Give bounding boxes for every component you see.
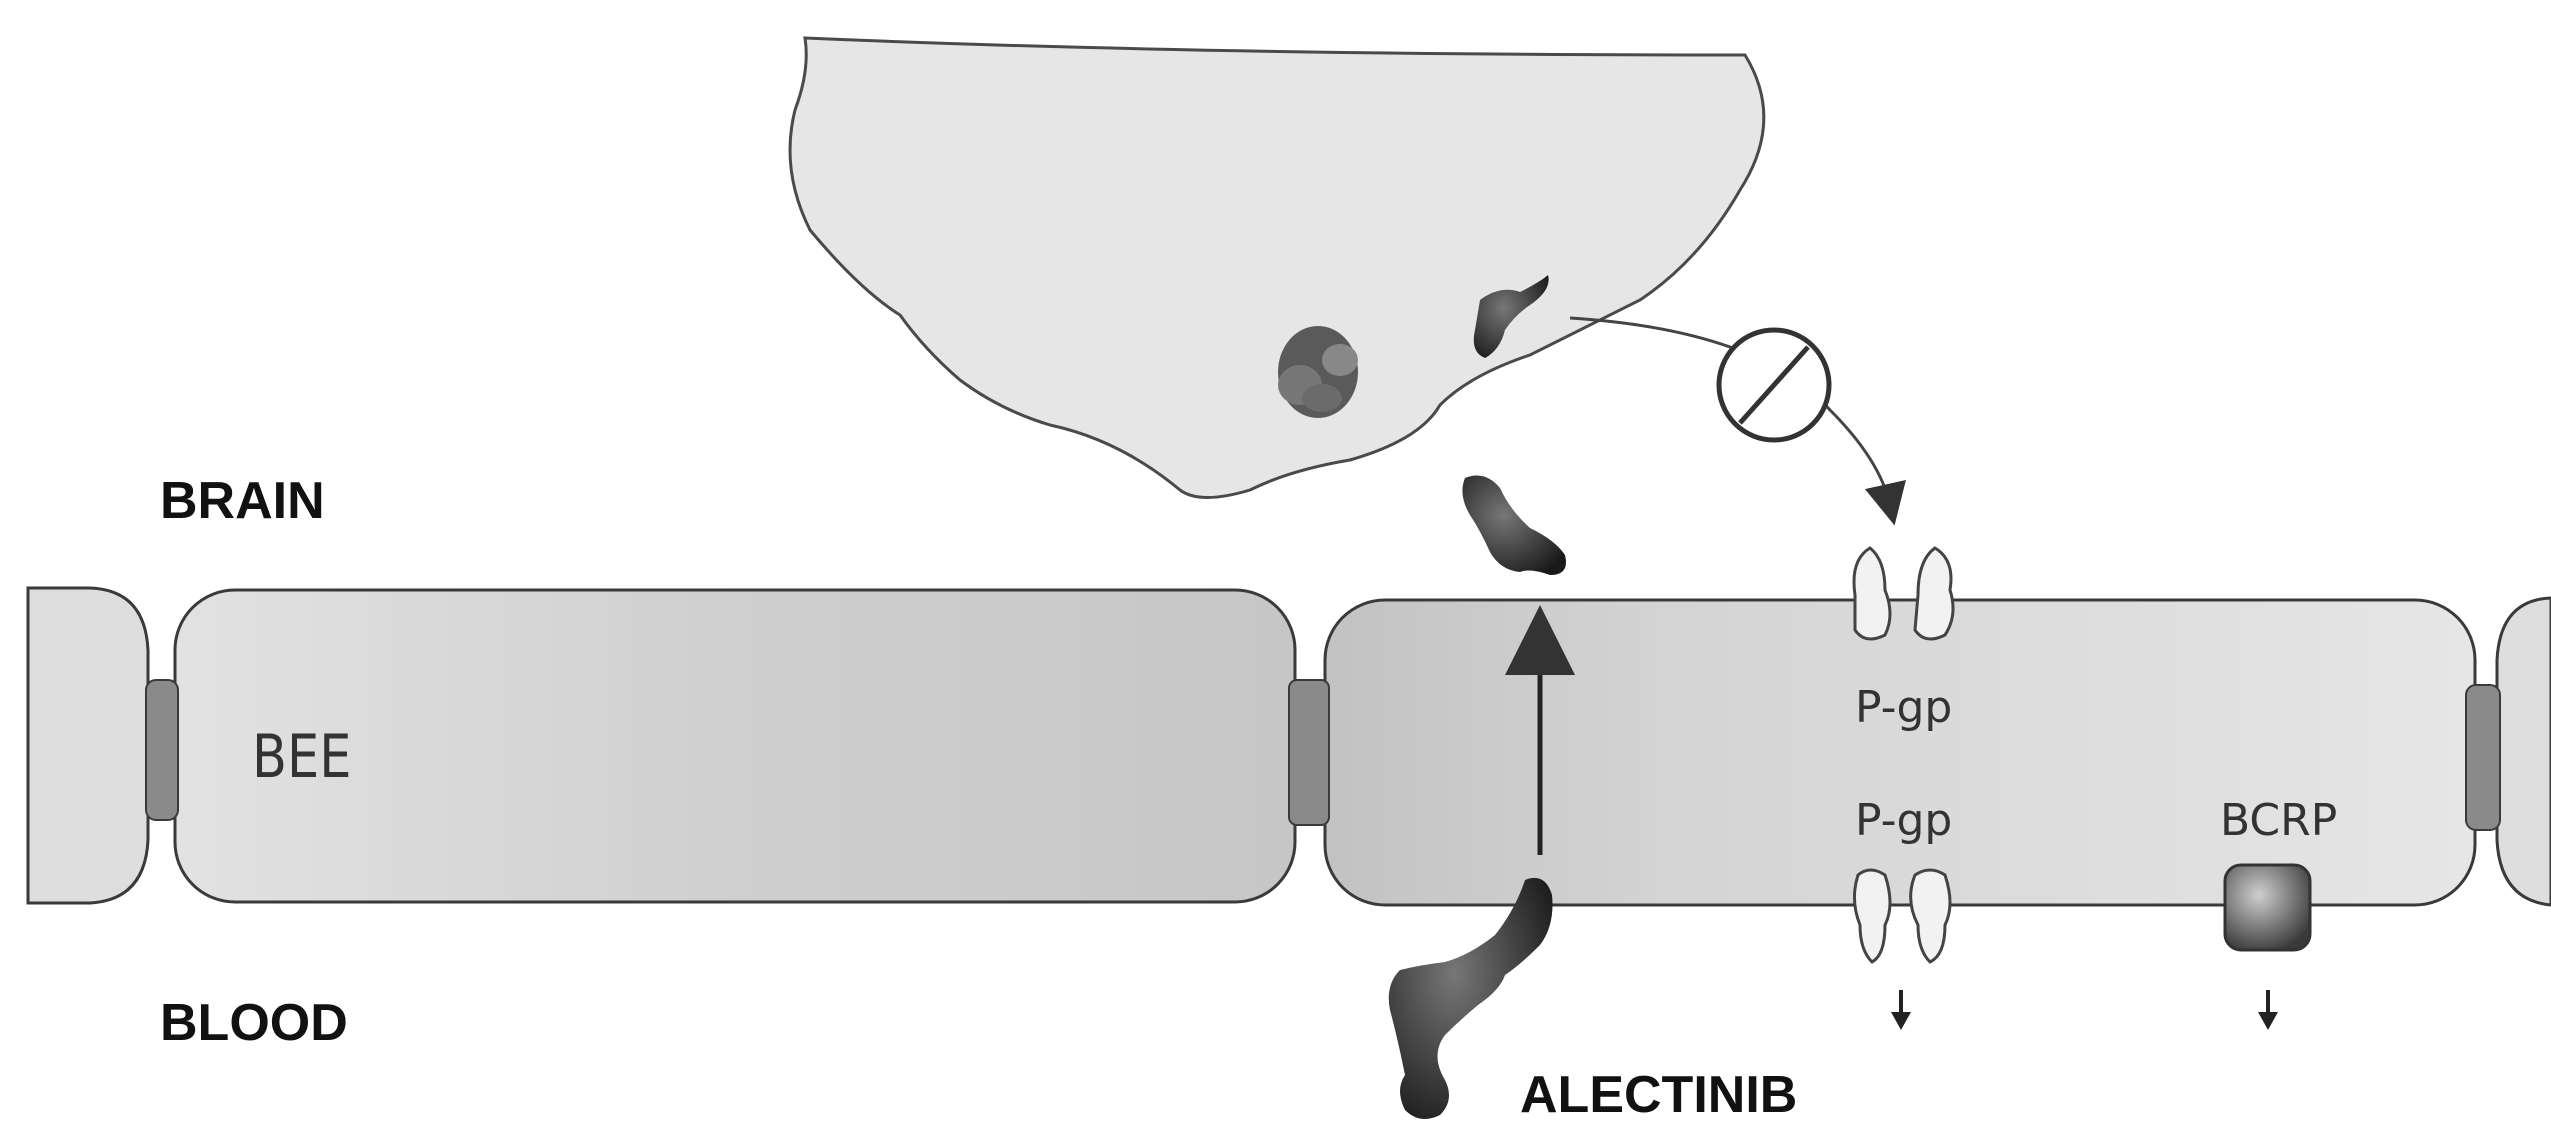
brain-tumor-shape (790, 38, 1764, 498)
brain-label: BRAIN (160, 472, 325, 530)
alectinib-label: ALECTINIB (1520, 1066, 1797, 1124)
tumor-cell-cluster (1278, 326, 1358, 418)
tight-junction-middle (1289, 680, 1329, 825)
alectinib-molecule-crossing (1462, 476, 1566, 575)
endothelial-cell-left-partial (28, 588, 148, 903)
pgp-bottom-label: P-gp (1855, 795, 1952, 846)
inhibition-symbol (1719, 330, 1829, 440)
bee-label: BEE (252, 722, 351, 792)
bcrp-label: BCRP (2220, 795, 2337, 846)
arrow-down-pgp (1891, 990, 1911, 1030)
endothelial-cell-2 (1325, 600, 2475, 905)
tight-junction-left (146, 680, 178, 820)
endothelial-cell-right-partial (2497, 598, 2551, 905)
pgp-top-label: P-gp (1855, 682, 1952, 733)
arrow-down-bcrp (2258, 990, 2278, 1030)
bcrp-transporter (2225, 865, 2310, 950)
tight-junction-right (2466, 685, 2500, 830)
blood-label: BLOOD (160, 994, 348, 1052)
